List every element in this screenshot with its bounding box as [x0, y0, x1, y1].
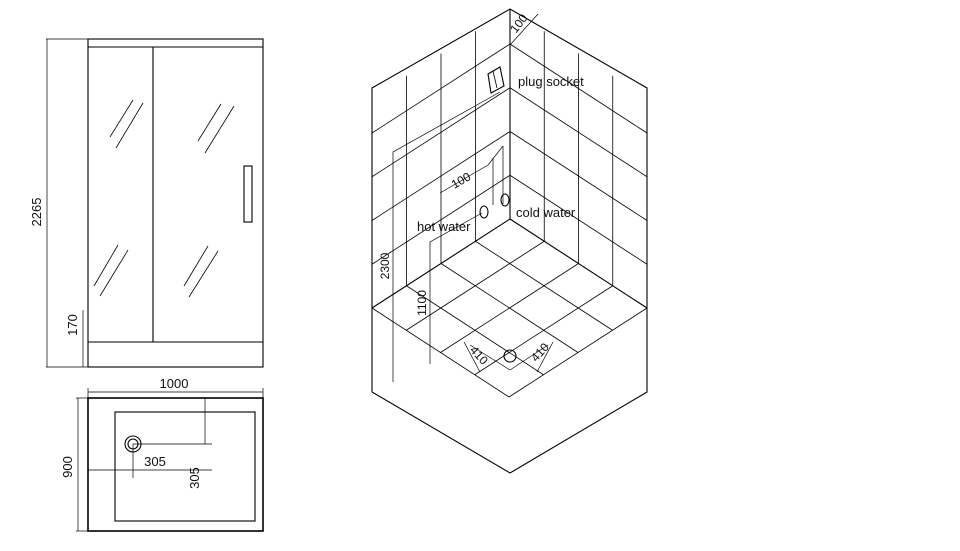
drain-x-label: 305 [144, 454, 166, 469]
drain-y-label: 305 [187, 467, 202, 489]
tile-grid [371, 31, 648, 398]
isometric-view: 100 plug socket 2300 100 cold water hot … [371, 8, 648, 474]
floor-right-label: 410 [528, 340, 552, 364]
floor-grid-line [406, 285, 544, 376]
iso-outline [371, 8, 648, 474]
drain-y-dimension: 305 [133, 398, 212, 489]
door-handle [243, 165, 253, 223]
depth-label: 900 [60, 456, 75, 478]
top-dimension: 100 [507, 11, 539, 46]
tray-outline [87, 397, 264, 532]
cabin-outline [87, 38, 264, 368]
floor-left-label: 410 [467, 343, 491, 367]
depth-dimension: 900 [60, 397, 88, 532]
left-wall-horizontal [371, 131, 511, 221]
height-label: 2265 [29, 198, 44, 227]
cold-water-label: cold water [516, 205, 576, 220]
tap-height-dimension: 1100 [415, 212, 483, 364]
hot-tap-icon [479, 205, 489, 219]
drain-x-dimension: 305 [88, 444, 212, 478]
cold-tap-icon [500, 193, 510, 207]
plan-view: 900 305 305 [60, 397, 264, 532]
floor-grid-line [474, 285, 613, 376]
floor-grid-line [371, 307, 510, 398]
left-wall-horizontal [371, 43, 511, 134]
tap-offset-label: 100 [449, 169, 474, 191]
plug-socket: plug socket [487, 66, 584, 94]
left-wall-horizontal [371, 174, 511, 265]
height-dimension: 2265 [29, 38, 88, 368]
top-label: 100 [507, 11, 531, 36]
plug-socket-label: plug socket [518, 74, 584, 89]
tap-height-label: 1100 [415, 290, 429, 316]
height-2300-dimension: 2300 [378, 91, 501, 382]
right-wall-horizontal [509, 174, 648, 265]
taps: 100 cold water hot water [417, 145, 576, 234]
floor-drain-icon [503, 349, 517, 363]
base-label: 170 [65, 314, 80, 336]
hot-water-label: hot water [417, 219, 471, 234]
width-label: 1000 [160, 376, 189, 391]
left-wall-horizontal [371, 87, 511, 178]
glass-reflection-marks [93, 99, 235, 298]
floor-dimensions: 410 410 [463, 340, 554, 373]
width-dimension: 1000 [87, 376, 264, 398]
floor-grid-line [508, 307, 648, 398]
right-wall-horizontal [509, 87, 648, 178]
front-view: 2265 170 1000 [29, 38, 264, 398]
right-wall-horizontal [509, 131, 648, 221]
floor-grid-line [440, 263, 579, 353]
height-2300-label: 2300 [378, 252, 392, 279]
base-dimension: 170 [65, 310, 84, 367]
plug-socket-icon [487, 66, 505, 94]
right-wall-horizontal [509, 43, 648, 134]
tray-inner [114, 411, 256, 522]
